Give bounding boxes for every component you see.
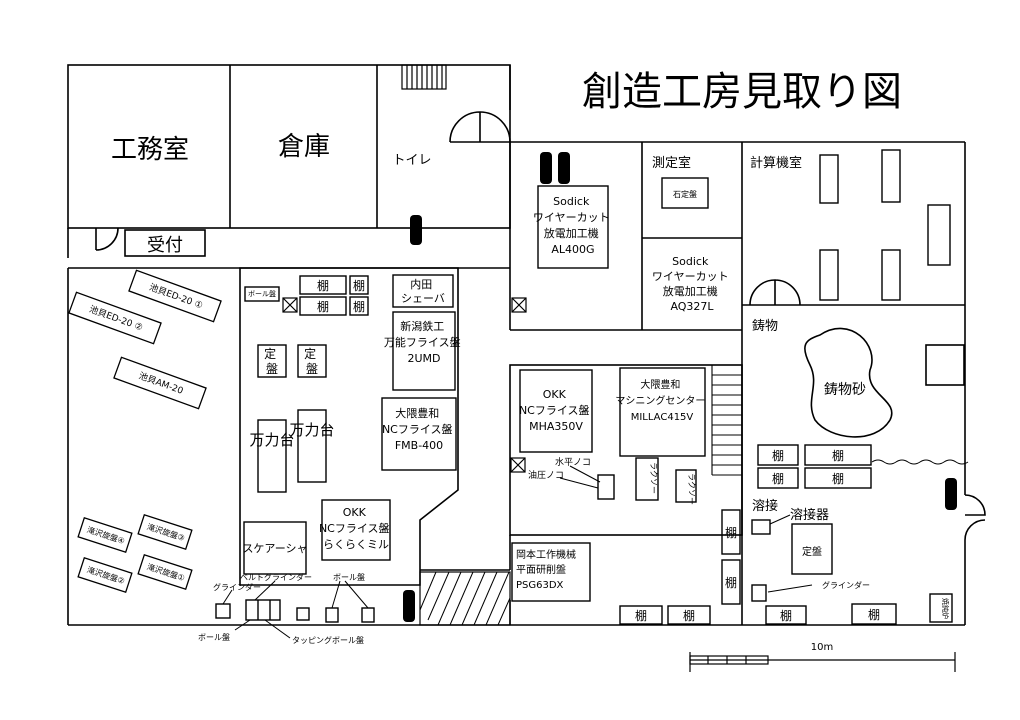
tapping-callout: タッピングボール盤 (292, 635, 364, 645)
vise-table-label: 万力台 (249, 431, 294, 449)
teiban-label: 定 盤 (304, 346, 320, 376)
scale-label: 10m (811, 642, 833, 653)
teiban-label: 定 盤 (264, 346, 280, 376)
page-title: 創造工房見取り図 (582, 69, 902, 115)
room-welding: 溶接 (752, 498, 778, 514)
svg-text:棚: 棚 (772, 471, 784, 486)
scale-bar (689, 652, 956, 672)
surface-plate-2-label: 定盤 (802, 545, 822, 558)
okk-raku-label: OKK NCフライス盤 らくらくミル (319, 506, 393, 551)
room-computer: 計算機室 (750, 155, 802, 171)
svg-text:棚: 棚 (832, 448, 844, 463)
room-reception: 受付 (147, 235, 183, 256)
drill-a-label: ラクソー (649, 462, 658, 494)
svg-text:棚: 棚 (725, 575, 737, 590)
uchida-label: 内田 シェーバ (401, 277, 445, 305)
svg-text:棚: 棚 (683, 608, 695, 623)
walls (67, 64, 986, 626)
room-toilet: トイレ (392, 153, 431, 168)
svg-text:棚: 棚 (635, 608, 647, 623)
ball-ban-callout: ボール盤 (333, 572, 365, 582)
lathe-3 (113, 356, 207, 410)
svg-text:棚: 棚 (868, 607, 880, 622)
extinguisher-icon (403, 152, 957, 622)
okamoto-label: 岡本工作機械 平面研削盤 PSG63DX (516, 548, 579, 591)
okuma-millac-label: 大隈豊和 マシニングセンター MILLAC415V (615, 378, 708, 423)
vise-table-label: 万力台 (289, 421, 334, 439)
niigata-label: 新潟鉄工 万能フライス盤 2UMD (384, 319, 464, 365)
sodick-aq-label: Sodick ワイヤーカット 放電加工機 AQ327L (652, 255, 732, 313)
level-saw-label: 水平ノコ (555, 456, 591, 468)
lathe-2 (68, 291, 162, 345)
kiln-label: 焼鈍炉 (941, 598, 950, 619)
square-shear-label: スケアーシャ (242, 542, 307, 555)
casting-sand-label: 鋳物砂 (824, 381, 866, 398)
shelf-labels-right: 棚 棚 棚 棚 棚 棚 棚 棚 棚 棚 (635, 448, 880, 623)
room-warehouse: 倉庫 (278, 132, 330, 162)
grinder-right-label: グラインダー (822, 580, 870, 590)
small-lathe-4 (137, 553, 193, 591)
okk-mha-label: OKK NCフライス盤 MHA350V (519, 388, 593, 433)
shelf-label: 棚 (317, 278, 329, 293)
lathes (68, 269, 222, 594)
drill-b-label: ラクソー (687, 473, 696, 505)
shelf-label: 棚 (317, 299, 329, 314)
svg-text:棚: 棚 (780, 608, 792, 623)
svg-text:棚: 棚 (772, 448, 784, 463)
room-office: 工務室 (111, 135, 189, 165)
x-marker-icon (282, 297, 527, 473)
belt-grinder-callout: ベルトグラインダー (240, 572, 312, 582)
small-lathe-3 (77, 556, 133, 594)
svg-text:棚: 棚 (832, 471, 844, 486)
sodick-al-label: Sodick ワイヤーカット 放電加工機 AL400G (533, 195, 613, 256)
ball-ban-label: ボール盤 (248, 289, 276, 298)
hatched-area (419, 571, 511, 626)
ball-ban-bottom-callout: ボール盤 (198, 632, 230, 642)
surface-plate-label: 石定盤 (673, 189, 697, 199)
shelf-label: 棚 (353, 299, 365, 314)
small-lathe-2 (137, 513, 193, 551)
grinder-callout: グラインダー (213, 582, 261, 592)
shelf-label: 棚 (353, 278, 365, 293)
oil-saw-label: 油圧ノコ (528, 469, 564, 481)
lathe-1 (128, 269, 222, 323)
small-lathe-1 (77, 516, 133, 554)
machine-boxes (215, 177, 953, 625)
leader-lines (222, 465, 813, 639)
room-measurement: 測定室 (652, 155, 691, 171)
computer-tables (819, 149, 951, 301)
room-casting: 鋳物 (752, 318, 778, 334)
okuma-fmb-label: 大隈豊和 NCフライス盤 FMB-400 (382, 406, 456, 452)
svg-text:棚: 棚 (725, 525, 737, 540)
welder-label: 溶接器 (790, 507, 829, 523)
